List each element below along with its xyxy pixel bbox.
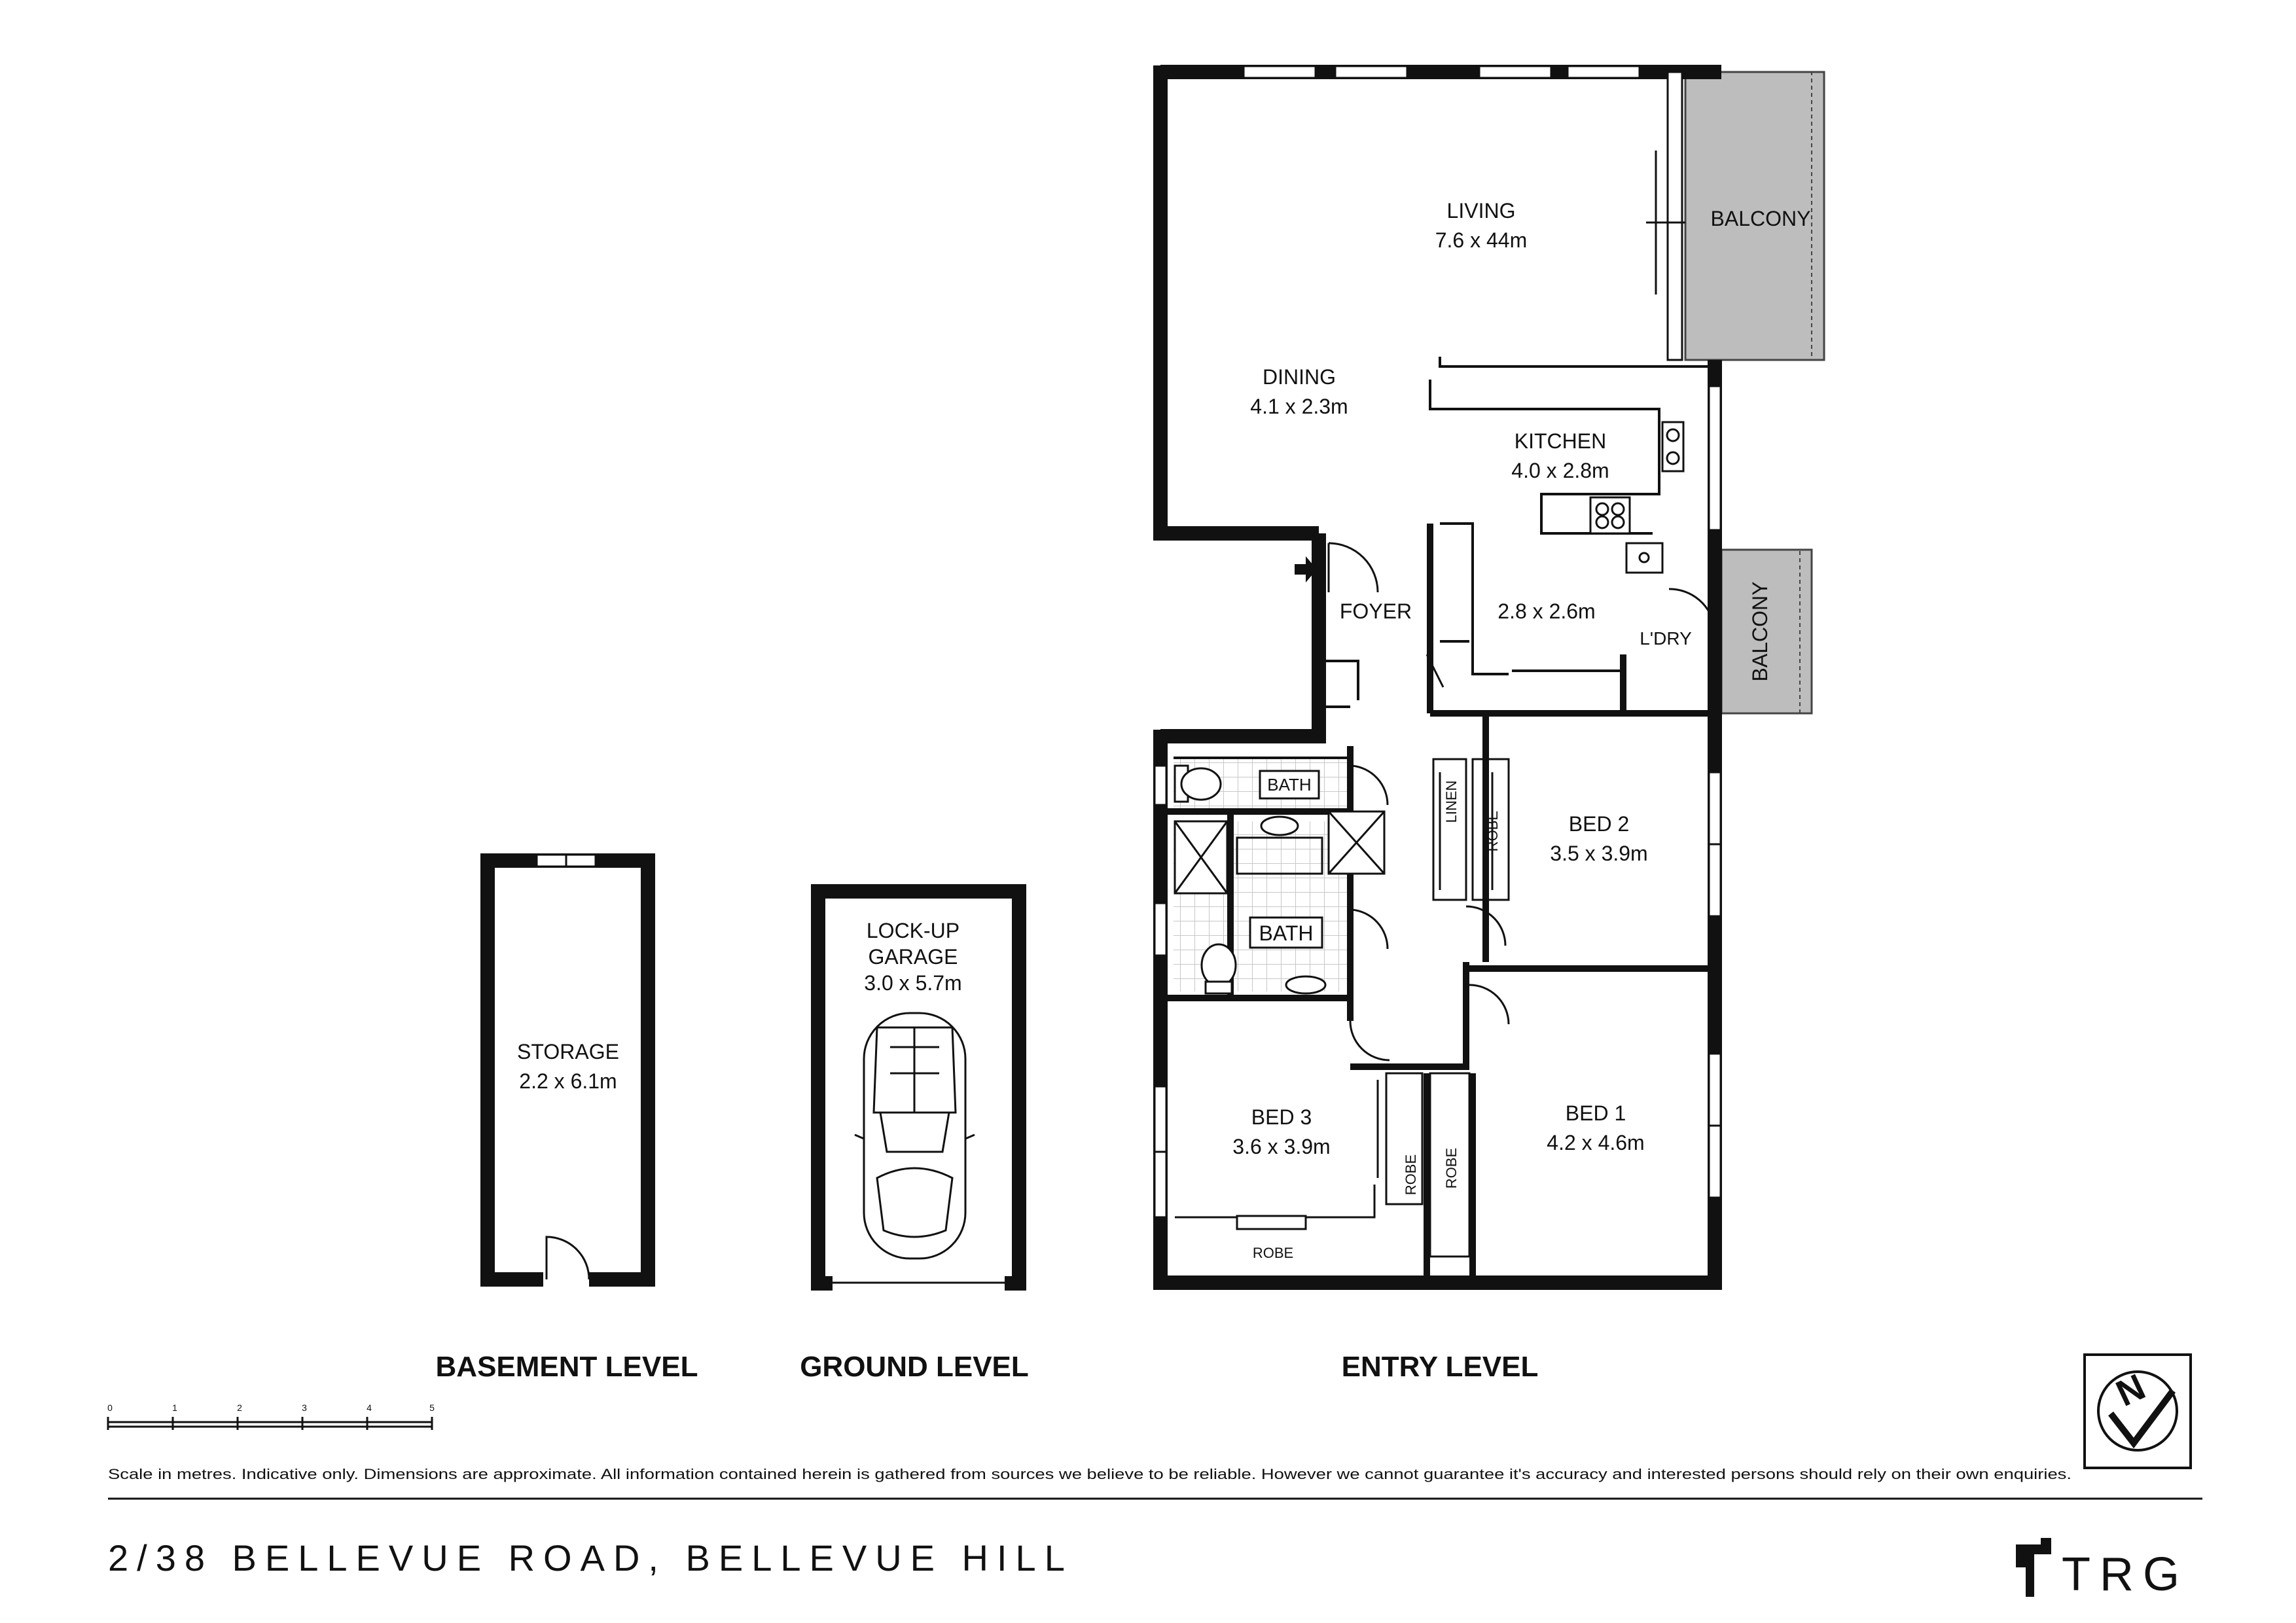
garage-size: 3.0 x 5.7m — [864, 971, 961, 995]
windows-right — [1708, 385, 1722, 1199]
doors — [1327, 542, 1716, 1061]
north-arrow-icon — [2108, 1389, 2176, 1449]
brand-mark-icon — [2016, 1538, 2051, 1597]
robe-bed3-side-label: ROBE — [1403, 1154, 1419, 1195]
living-label: LIVING — [1447, 199, 1516, 223]
thin-walls — [1174, 357, 1708, 759]
compass: N — [2083, 1353, 2192, 1469]
robe-bed2-label: ROBE — [1484, 811, 1501, 851]
garage-label-line1: LOCK-UP — [867, 919, 960, 942]
cooktop-icon — [1589, 496, 1631, 535]
dining-label: DINING — [1263, 365, 1336, 389]
scale-tick-label: 2 — [237, 1402, 242, 1413]
basin-icon-2 — [1285, 975, 1327, 995]
basin-icon — [1260, 815, 1299, 836]
scale-bar: 0 1 2 3 4 5 — [107, 1402, 435, 1430]
garage-walls — [811, 884, 1026, 1276]
balcony-main — [1684, 71, 1825, 361]
foyer-label: FOYER — [1340, 599, 1412, 623]
outer-walls — [1153, 65, 1722, 1290]
robe-bed3-bottom-label: ROBE — [1253, 1245, 1293, 1261]
bath-fixtures — [1174, 764, 1386, 995]
scale-tick-label: 3 — [302, 1402, 307, 1413]
ground-level-title: GROUND LEVEL — [800, 1351, 1029, 1383]
basement-level-plan: STORAGE 2.2 x 6.1m BASEMENT LEVEL — [436, 853, 698, 1383]
bed1-size: 4.2 x 4.6m — [1547, 1131, 1644, 1154]
room-labels: LIVING 7.6 x 44m DINING 4.1 x 2.3m KITCH… — [1232, 199, 1810, 1261]
bed2-label: BED 2 — [1569, 812, 1629, 836]
entry-level-title: ENTRY LEVEL — [1342, 1351, 1539, 1383]
kitchen-fixtures — [1589, 421, 1685, 574]
kitchen-size: 4.0 x 2.8m — [1511, 459, 1609, 482]
balcony-side — [1720, 548, 1813, 715]
car-icon — [854, 1012, 975, 1260]
ground-level-plan: LOCK-UP GARAGE 3.0 x 5.7m GROUND LEVEL — [800, 884, 1029, 1383]
bath-lower-label: BATH — [1259, 921, 1314, 945]
laundry-label: L'DRY — [1640, 628, 1692, 649]
scale-tick-label: 5 — [429, 1402, 435, 1413]
robe-bed1-label: ROBE — [1443, 1148, 1460, 1188]
bed3-size: 3.6 x 3.9m — [1232, 1135, 1330, 1158]
storage-door — [545, 1236, 590, 1280]
bed1-label: BED 1 — [1566, 1101, 1626, 1125]
balcony-main-rail — [1811, 71, 1825, 361]
toilet-icon-2 — [1200, 943, 1237, 988]
cupboards — [1175, 758, 1510, 1258]
storage-label: STORAGE — [517, 1040, 619, 1063]
study-size: 2.8 x 2.6m — [1498, 599, 1595, 623]
basement-level-title: BASEMENT LEVEL — [436, 1351, 698, 1383]
bed2-size: 3.5 x 3.9m — [1550, 842, 1647, 865]
garage-label-line2: GARAGE — [869, 945, 958, 969]
balcony-main-label: BALCONY — [1711, 207, 1811, 230]
scale-tick-label: 4 — [367, 1402, 372, 1413]
bath-tub-icon — [1236, 836, 1323, 875]
entry-arrow-icon — [1295, 556, 1317, 582]
kitchen-label: KITCHEN — [1515, 429, 1606, 453]
balcony-side-label: BALCONY — [1748, 582, 1772, 682]
disclaimer: Scale in metres. Indicative only. Dimens… — [108, 1466, 2072, 1482]
dining-size: 4.1 x 2.3m — [1250, 395, 1348, 418]
bed3-label: BED 3 — [1251, 1105, 1312, 1129]
entry-level-plan: LIVING 7.6 x 44m DINING 4.1 x 2.3m KITCH… — [1153, 65, 1825, 1290]
windows-left — [1153, 764, 1168, 1219]
balcony-side-rail — [1799, 549, 1812, 714]
interior-walls — [1160, 524, 1715, 1283]
balcony-sliding-door — [1646, 71, 1685, 361]
property-address: 2/38 BELLEVUE ROAD, BELLEVUE HILL — [108, 1537, 1073, 1578]
scale-tick-label: 1 — [172, 1402, 177, 1413]
brand-name: TRG — [2062, 1548, 2189, 1601]
scale-ticks — [107, 1417, 433, 1430]
linen-label: LINEN — [1443, 781, 1460, 823]
storage-size: 2.2 x 6.1m — [519, 1069, 617, 1093]
windows-top — [1242, 65, 1641, 79]
bath-upper-label: BATH — [1267, 775, 1311, 794]
scale-tick-label: 0 — [107, 1402, 113, 1413]
brand-logo: TRG — [2016, 1538, 2189, 1601]
living-size: 7.6 x 44m — [1435, 228, 1528, 252]
